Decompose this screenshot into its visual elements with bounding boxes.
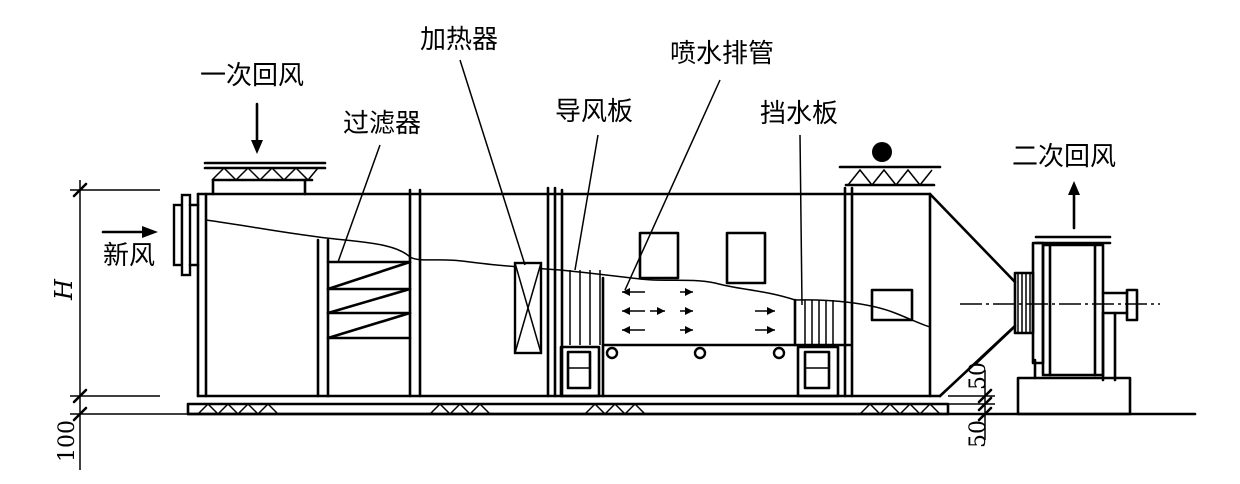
dim-gap-upper-label: 50 — [966, 362, 991, 390]
primary-return-air-inlet — [203, 102, 327, 196]
damper-knob-icon — [872, 142, 892, 162]
arrow-right-icon — [142, 226, 158, 238]
label-fresh-air: 新风 — [103, 241, 155, 271]
label-filter: 过滤器 — [343, 109, 421, 139]
secondary-return-air-inlet-top — [838, 142, 942, 187]
fresh-air-inlet — [101, 193, 200, 277]
label-spray-pipe: 喷水排管 — [670, 39, 774, 69]
guide-plate — [546, 186, 601, 398]
label-secondary-return-air: 二次回风 — [1012, 142, 1116, 172]
eliminator-plate — [804, 186, 914, 398]
spray-arrows — [622, 288, 775, 334]
leader-lines — [337, 59, 1016, 366]
ground-and-base — [186, 402, 1197, 416]
main-casing — [196, 192, 1017, 398]
airflow-profile-line — [205, 219, 931, 328]
dimension-lines — [70, 180, 995, 470]
dim-height-label: H — [50, 278, 78, 301]
drain-boxes — [559, 345, 840, 398]
fan — [960, 181, 1160, 416]
spray-chamber — [601, 231, 852, 398]
dim-base-label: 100 — [55, 420, 80, 462]
arrow-up-icon — [1068, 181, 1080, 195]
dim-gap-lower-label: 50 — [966, 420, 991, 448]
label-eliminator: 挡水板 — [760, 99, 838, 129]
arrow-down-icon — [251, 140, 263, 154]
label-primary-return-air: 一次回风 — [200, 61, 304, 91]
labels: 一次回风 过滤器 加热器 导风板 喷水排管 挡水板 二次回风 新风 H 100 … — [50, 25, 1116, 462]
label-guide-plate: 导风板 — [555, 97, 633, 127]
label-heater: 加热器 — [420, 25, 498, 55]
filter-section — [316, 188, 422, 398]
heater — [513, 261, 543, 355]
